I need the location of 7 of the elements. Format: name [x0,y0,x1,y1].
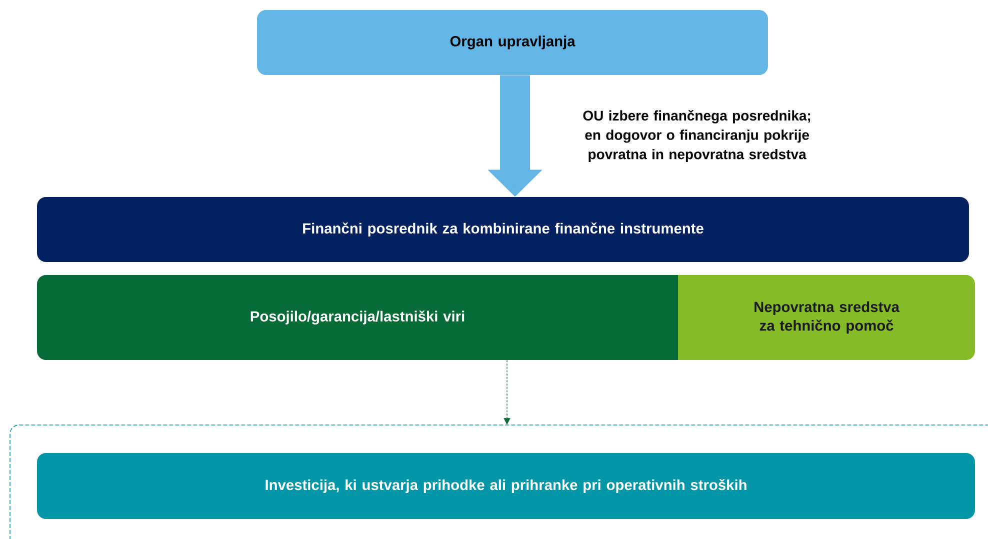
process-box: Investicija, ki ustvarja prihodke ali prihranke pri operativnih stroških [37,453,976,519]
process-box: Posojilo/garancija/lastniški viri [37,275,678,360]
dashed-frame [10,424,988,539]
process-box: Organ upravljanja [257,10,768,75]
edge-label: OU izbere finančnega posrednika; en dogovor o financiranju pokrije povratna in nepovratna sredstva [583,110,810,162]
process-box: Finančni posrednik za kombinirane finančne instrumente [37,197,969,262]
process-box: Nepovratna sredstva za tehnično pomoč [678,275,976,360]
